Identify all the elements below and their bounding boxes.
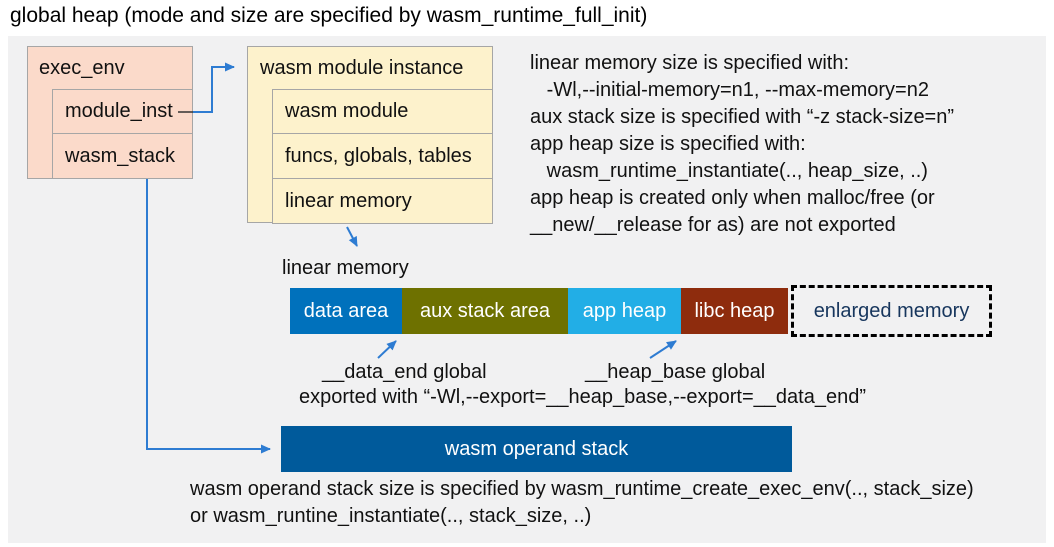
note-line: wasm operand stack size is specified by … bbox=[190, 478, 974, 500]
note-line: app heap size is specified with: bbox=[530, 133, 806, 155]
operand-stack-notes: wasm operand stack size is specified by … bbox=[190, 476, 1040, 530]
note-line: app heap is created only when malloc/fre… bbox=[530, 187, 935, 209]
note-line: wasm_runtime_instantiate(.., heap_size, … bbox=[530, 160, 928, 182]
note-line: linear memory size is specified with: bbox=[530, 52, 849, 74]
heap-base-global-label: __heap_base global bbox=[585, 361, 766, 383]
segment-app-heap: app heap bbox=[568, 288, 681, 334]
memory-size-notes: linear memory size is specified with: -W… bbox=[530, 50, 1040, 239]
note-line: or wasm_runtine_instantiate(.., stack_si… bbox=[190, 505, 592, 527]
segment-libc-heap: libc heap bbox=[681, 288, 788, 334]
segment-data-area: data area bbox=[290, 288, 402, 334]
note-line: -Wl,--initial-memory=n1, --max-memory=n2 bbox=[530, 79, 929, 101]
export-flags-note: exported with “-Wl,--export=__heap_base,… bbox=[299, 386, 866, 408]
wasm-operand-stack-bar: wasm operand stack bbox=[281, 426, 792, 472]
note-line: __new/__release for as) are not exported bbox=[530, 214, 896, 236]
data-end-global-label: __data_end global bbox=[322, 361, 487, 383]
module-instance-header: wasm module instance bbox=[260, 56, 464, 79]
exec-env-row-module-inst: module_inst bbox=[52, 89, 193, 134]
segment-aux-stack-area: aux stack area bbox=[402, 288, 568, 334]
linear-memory-label: linear memory bbox=[282, 257, 409, 279]
exec-env-row-wasm-stack: wasm_stack bbox=[52, 133, 193, 179]
module-instance-row-linear-memory: linear memory bbox=[272, 178, 493, 224]
segment-enlarged-memory: enlarged memory bbox=[791, 285, 992, 337]
exec-env-header: exec_env bbox=[39, 56, 125, 79]
note-line: aux stack size is specified with “-z sta… bbox=[530, 106, 955, 128]
module-instance-row-wasm-module: wasm module bbox=[272, 89, 493, 134]
page-title: global heap (mode and size are specified… bbox=[10, 4, 648, 27]
module-instance-row-funcs-globals-tables: funcs, globals, tables bbox=[272, 133, 493, 179]
